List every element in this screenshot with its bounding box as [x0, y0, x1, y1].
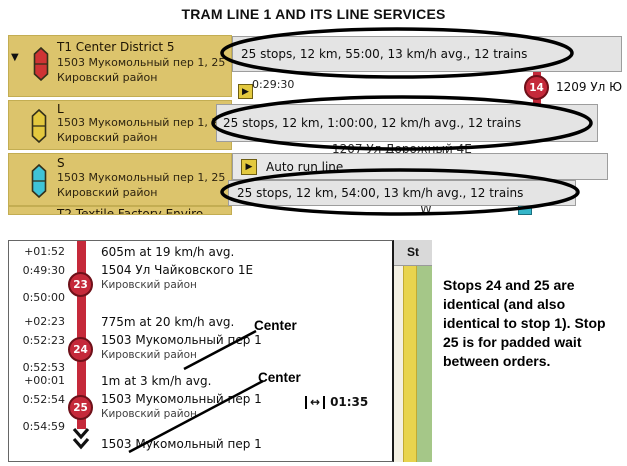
stop-circle: 25: [68, 395, 93, 420]
stop-number: 25: [73, 401, 88, 414]
play-icon: ▶: [242, 86, 249, 97]
stop-district: Кировский район: [101, 408, 197, 420]
stop-name[interactable]: 1503 Мукомольный пер 1: [101, 392, 262, 406]
schedule-list: +01:52 605m at 19 km/h avg. 0:49:30 23 1…: [8, 240, 394, 462]
stop-name[interactable]: 1504 Ул Чайковского 1Е: [101, 263, 254, 277]
map-sliver: St: [394, 240, 432, 462]
line-name: L: [57, 102, 64, 116]
line-district: Кировский район: [57, 131, 158, 144]
map-panel-header-text: St: [407, 245, 419, 259]
detail-stop-row[interactable]: ▶ 0:29:30 14 1209 Ул Юности 3Е: [232, 72, 622, 104]
wait-duration-icon: ↔: [305, 395, 326, 409]
arrive-time: 0:49:30: [22, 264, 65, 277]
expand-arrow-icon[interactable]: ▼: [11, 52, 19, 63]
stop-district: Кировский район: [101, 349, 197, 361]
tram-line-icon: [33, 47, 49, 81]
stop-badge-number: 14: [529, 81, 544, 94]
continuation-stop-name[interactable]: 1503 Мукомольный пер 1: [101, 437, 262, 451]
depart-time: 0:52:53: [22, 361, 65, 374]
line-name: T1 Center District 5: [57, 40, 175, 54]
line-row-partial[interactable]: T2 Textile Factory Enviro: [8, 206, 232, 215]
line-address: 1503 Мукомольный пер 1, 25: [57, 56, 226, 69]
arrive-time: 0:52:54: [22, 393, 65, 406]
route-line: [77, 241, 86, 429]
stop-number: 23: [73, 278, 88, 291]
line-summary-text: 25 stops, 12 km, 54:00, 13 km/h avg., 12…: [237, 186, 524, 200]
continuation-chevrons-icon: [72, 427, 90, 450]
line-summary-text: 25 stops, 12 km, 1:00:00, 12 km/h avg., …: [223, 116, 522, 130]
stop-number: 24: [73, 343, 88, 356]
segment-info: 1m at 3 km/h avg.: [101, 374, 212, 388]
play-icon-box: ▶: [241, 158, 257, 175]
auto-run-mini-icon[interactable]: ▶: [238, 84, 253, 99]
tram-line-icon: [31, 109, 47, 143]
auto-run-label: Auto run line: [266, 159, 344, 174]
line-name-partial: T2 Textile Factory Enviro: [57, 207, 204, 215]
line-address: 1503 Мукомольный пер 1, 25: [57, 171, 226, 184]
annotation-note: Stops 24 and 25 are identical (and also …: [443, 277, 606, 369]
detail-stop-row-partial: 1207 Ул Дорожный 4Е: [232, 142, 608, 153]
line-row-t1[interactable]: ▼ T1 Center District 5 1503 Мукомольный …: [8, 35, 232, 97]
line-name: S: [57, 156, 65, 170]
schedule-window: +01:52 605m at 19 km/h avg. 0:49:30 23 1…: [8, 240, 432, 462]
stop-time: 0:29:30: [252, 78, 295, 91]
padded-wait-row: ↔ 01:35: [305, 395, 368, 409]
stop-name[interactable]: 1209 Ул Юности 3Е: [556, 80, 622, 94]
page-title: TRAM LINE 1 AND ITS LINE SERVICES: [181, 6, 446, 22]
line-summary-l: 25 stops, 12 km, 1:00:00, 12 km/h avg., …: [216, 104, 598, 142]
stop-circle: 23: [68, 272, 93, 297]
map-panel-header: St: [394, 240, 432, 266]
center-annotation-2: Center: [258, 370, 301, 385]
tram-line-icon: [31, 164, 47, 198]
line-district: Кировский район: [57, 71, 158, 84]
line-row-s[interactable]: S 1503 Мукомольный пер 1, 25 Кировский р…: [8, 153, 232, 206]
line-district: Кировский район: [57, 186, 158, 199]
line-summary-text: 25 stops, 12 km, 55:00, 13 km/h avg., 12…: [241, 47, 528, 61]
stop-badge: 14: [524, 75, 549, 100]
segment-info: 605m at 19 km/h avg.: [101, 245, 235, 259]
segment-offset: +02:23: [24, 315, 65, 328]
play-icon: ▶: [245, 161, 253, 172]
wait-duration: 01:35: [330, 395, 369, 409]
stop-circle: 24: [68, 337, 93, 362]
line-address: 1503 Мукомольный пер 1, 2: [57, 116, 219, 129]
stop-district: Кировский район: [101, 279, 197, 291]
depart-time: 0:50:00: [22, 291, 65, 304]
stop-name-partial: 1207 Ул Дорожный 4Е: [332, 142, 472, 153]
line-summary-s: 25 stops, 12 km, 54:00, 13 km/h avg., 12…: [228, 180, 576, 206]
line-row-l[interactable]: L 1503 Мукомольный пер 1, 2 Кировский ра…: [8, 100, 232, 150]
map-terrain: [417, 266, 432, 462]
stop-name[interactable]: 1503 Мукомольный пер 1: [101, 333, 262, 347]
segment-info: 775m at 20 km/h avg.: [101, 315, 235, 329]
map-road: [403, 266, 417, 462]
depart-time: 0:54:59: [22, 420, 65, 433]
segment-offset: +00:01: [24, 374, 65, 387]
line-manager-panel: ▼ T1 Center District 5 1503 Мукомольный …: [8, 30, 622, 215]
arrive-time: 0:52:23: [22, 334, 65, 347]
auto-run-button[interactable]: ▶ Auto run line: [232, 153, 608, 180]
center-annotation-1: Center: [254, 318, 297, 333]
line-summary-t1: 25 stops, 12 km, 55:00, 13 km/h avg., 12…: [232, 36, 622, 72]
segment-offset: +01:52: [24, 245, 65, 258]
